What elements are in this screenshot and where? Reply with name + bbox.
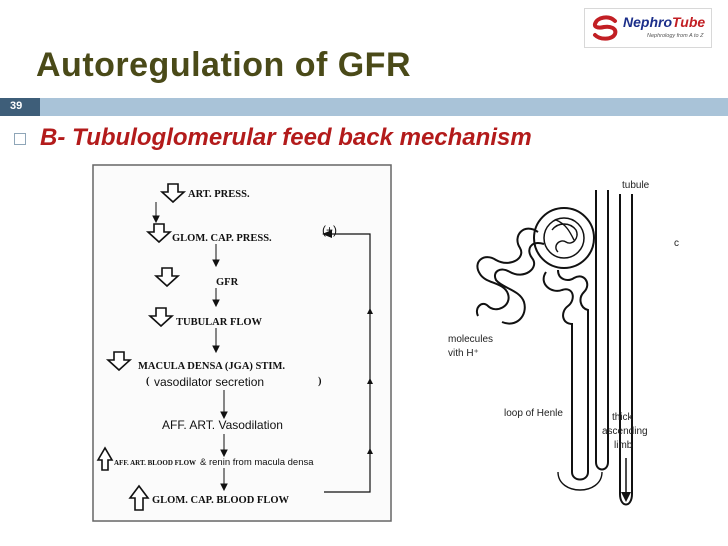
label-with-h: vith H⁺	[448, 348, 479, 359]
slide-subtitle: B- Tubuloglomerular feed back mechanism	[40, 124, 532, 151]
label-thick: thick	[612, 412, 634, 423]
accent-bar	[0, 98, 728, 116]
step-glom-cap-blood-flow: GLOM. CAP. BLOOD FLOW	[152, 495, 289, 506]
bullet-icon	[14, 133, 26, 145]
label-ascending: ascending	[602, 426, 648, 437]
step-gfr: GFR	[216, 277, 239, 288]
nephron-figure: tubule c molecules vith H⁺ loop of Henle…	[446, 172, 690, 512]
up-arrow-icon	[96, 446, 114, 471]
step-glom-cap-press: GLOM. CAP. PRESS.	[172, 233, 272, 244]
glomerulus	[533, 207, 595, 269]
down-arrow-icon	[153, 267, 181, 288]
flowchart-border	[92, 164, 392, 522]
logo-tagline: Nephrology from A to Z	[647, 33, 704, 39]
label-c: c	[674, 238, 679, 249]
step-renin-note: & renin from macula densa	[200, 457, 314, 468]
up-arrow-icon	[128, 484, 150, 511]
logo-mark-icon	[592, 15, 618, 41]
flowchart-figure: ART. PRESS. GLOM. CAP. PRESS. GFR TUBULA…	[92, 164, 392, 522]
feedback-label: (+)	[322, 223, 337, 237]
label-limb: limb	[614, 440, 633, 451]
paren-open: (	[146, 376, 150, 387]
down-arrow-icon	[105, 351, 133, 372]
nephron-svg: tubule c molecules vith H⁺ loop of Henle…	[448, 180, 679, 506]
paren-close: )	[318, 376, 322, 387]
down-arrow-icon	[621, 492, 631, 502]
label-loop-of-henle: loop of Henle	[504, 408, 563, 419]
label-tubule: tubule	[622, 180, 650, 191]
nephrotube-logo: NephroTube Nephrology from A to Z	[584, 8, 712, 48]
step-vasodilator: vasodilator secretion	[154, 375, 264, 389]
slide-number-box	[0, 98, 40, 116]
step-aff-art-blood-flow: AFF. ART. BLOOD FLOW	[114, 459, 196, 467]
step-art-press: ART. PRESS.	[188, 189, 250, 200]
down-arrow-icon	[147, 307, 175, 328]
flowchart-svg: ART. PRESS. GLOM. CAP. PRESS. GFR TUBULA…	[92, 164, 392, 522]
down-arrow-icon	[145, 223, 173, 244]
step-macula-densa: MACULA DENSA (JGA) STIM.	[138, 361, 285, 372]
slide-number: 39	[10, 100, 23, 112]
step-tubular-flow: TUBULAR FLOW	[176, 317, 263, 328]
slide-title: Autoregulation of GFR	[36, 46, 412, 84]
down-arrow-icon	[159, 183, 187, 204]
step-aff-art-vasodilation: AFF. ART. Vasodilation	[162, 418, 283, 432]
label-molecules: molecules	[448, 334, 493, 345]
feedback-loop-line	[324, 233, 371, 493]
logo-name: NephroTube	[623, 14, 706, 30]
